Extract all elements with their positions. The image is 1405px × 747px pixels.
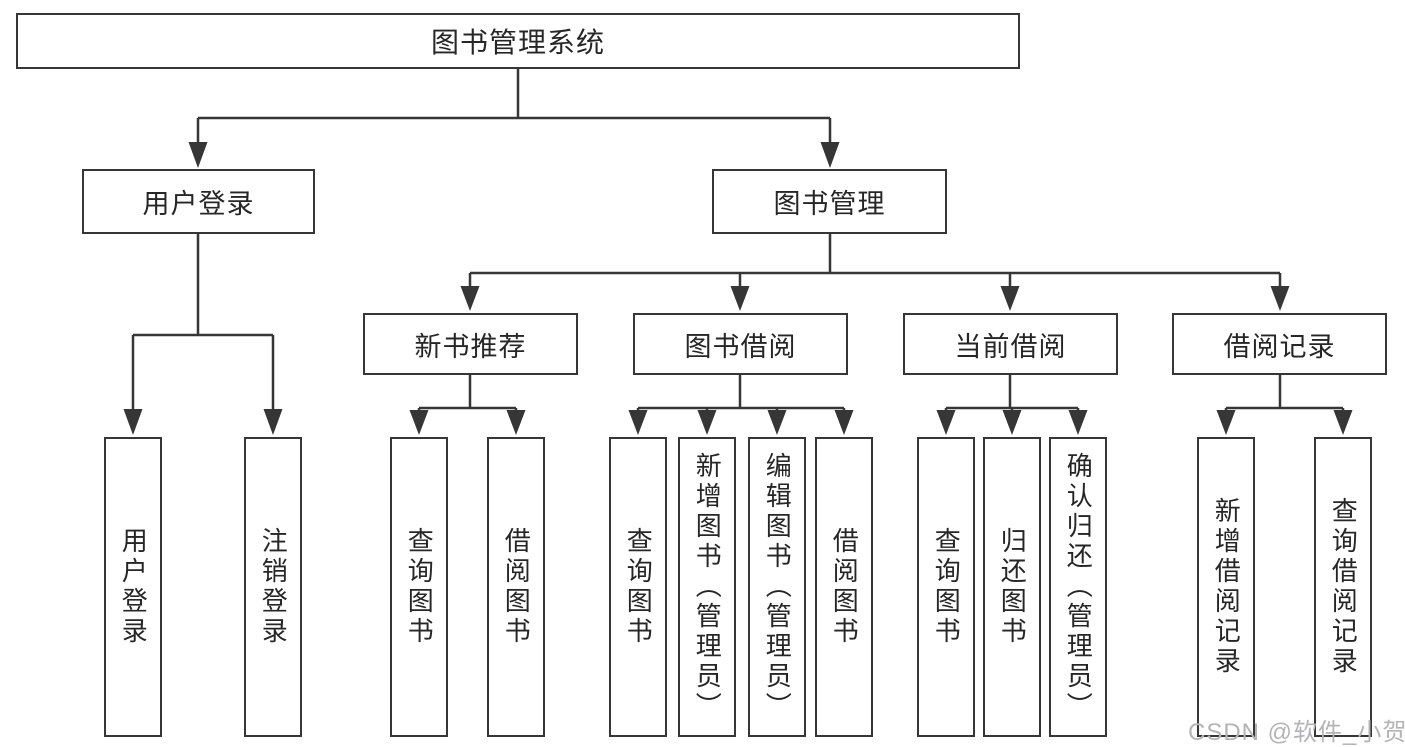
node-book-management: 图书管理 bbox=[712, 169, 947, 234]
leaf-user-login-label: 用户登录 bbox=[118, 527, 149, 647]
leaf-confirm-return-admin-label: 确认归还（管理员） bbox=[1063, 452, 1094, 722]
node-user-login-branch: 用户登录 bbox=[82, 169, 315, 234]
leaf-edit-book-admin-label: 编辑图书（管理员） bbox=[762, 452, 793, 722]
node-borrow-records: 借阅记录 bbox=[1172, 313, 1387, 375]
leaf-query-books-2: 查询图书 bbox=[609, 437, 667, 737]
node-current-borrow-label: 当前借阅 bbox=[954, 331, 1067, 362]
leaf-query-books-2-label: 查询图书 bbox=[623, 527, 654, 647]
leaf-query-books-1: 查询图书 bbox=[390, 437, 448, 737]
leaf-borrow-books-1: 借阅图书 bbox=[487, 437, 545, 737]
leaf-borrow-books-1-label: 借阅图书 bbox=[501, 527, 532, 647]
leaf-query-borrow-record-label: 查询借阅记录 bbox=[1328, 497, 1359, 677]
leaf-user-login: 用户登录 bbox=[104, 437, 162, 737]
leaf-borrow-books-2: 借阅图书 bbox=[815, 437, 873, 737]
leaf-return-book-label: 归还图书 bbox=[997, 527, 1028, 647]
leaf-edit-book-admin: 编辑图书（管理员） bbox=[748, 437, 806, 737]
leaf-add-borrow-record-label: 新增借阅记录 bbox=[1211, 497, 1242, 677]
leaf-return-book: 归还图书 bbox=[983, 437, 1041, 737]
leaf-confirm-return-admin: 确认归还（管理员） bbox=[1049, 437, 1107, 737]
arrowheads bbox=[123, 142, 1353, 435]
node-library-system: 图书管理系统 bbox=[16, 13, 1020, 69]
node-book-borrow-label: 图书借阅 bbox=[684, 331, 797, 362]
node-book-borrow: 图书借阅 bbox=[633, 313, 848, 375]
node-user-login-branch-label: 用户登录 bbox=[142, 189, 255, 219]
node-current-borrow: 当前借阅 bbox=[903, 313, 1118, 375]
node-book-management-label: 图书管理 bbox=[773, 189, 886, 219]
node-new-book-recommend-label: 新书推荐 bbox=[414, 331, 527, 362]
leaf-query-books-3-label: 查询图书 bbox=[931, 527, 962, 647]
leaf-borrow-books-2-label: 借阅图书 bbox=[829, 527, 860, 647]
leaf-logout-label: 注销登录 bbox=[258, 527, 289, 647]
node-borrow-records-label: 借阅记录 bbox=[1223, 331, 1336, 362]
leaf-query-books-3: 查询图书 bbox=[917, 437, 975, 737]
leaf-logout: 注销登录 bbox=[244, 437, 302, 737]
node-new-book-recommend: 新书推荐 bbox=[363, 313, 578, 375]
leaf-query-books-1-label: 查询图书 bbox=[404, 527, 435, 647]
leaf-add-book-admin: 新增图书（管理员） bbox=[678, 437, 736, 737]
node-library-system-label: 图书管理系统 bbox=[430, 27, 605, 58]
leaf-add-borrow-record: 新增借阅记录 bbox=[1197, 437, 1255, 737]
leaf-add-book-admin-label: 新增图书（管理员） bbox=[692, 452, 723, 722]
leaf-query-borrow-record: 查询借阅记录 bbox=[1314, 437, 1372, 737]
